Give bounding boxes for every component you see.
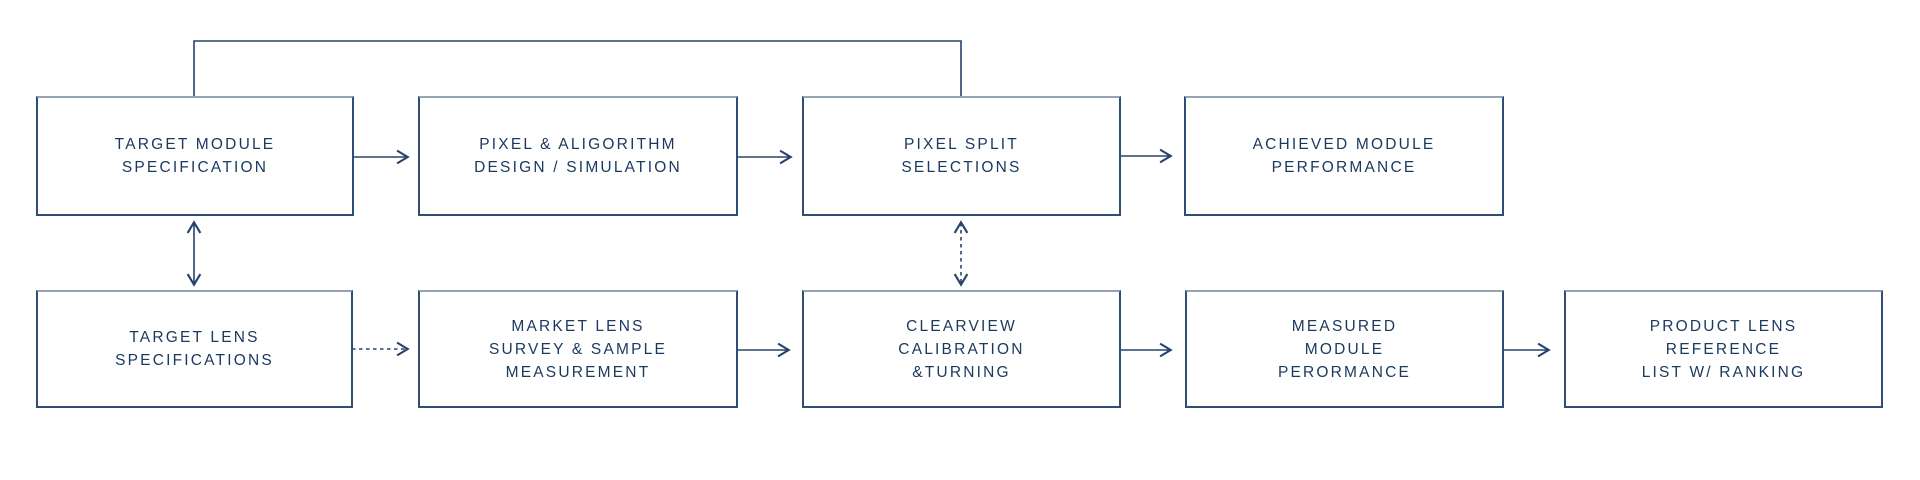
node-label: MEASURED MODULE PERORMANCE <box>1277 317 1412 381</box>
node-market-lens-survey-sample-measurement: MARKET LENS SURVEY & SAMPLE MEASUREMENT <box>418 290 738 408</box>
node-label: PIXEL SPLIT SELECTIONS <box>901 136 1022 176</box>
node-product-lens-reference-list-ranking: PRODUCT LENS REFERENCE LIST W/ RANKING <box>1564 290 1883 408</box>
node-measured-module-perormance: MEASURED MODULE PERORMANCE <box>1185 290 1504 408</box>
node-clearview-calibration-turning: CLEARVIEW CALIBRATION &TURNING <box>802 290 1121 408</box>
node-pixel-split-selections: PIXEL SPLIT SELECTIONS <box>802 96 1121 216</box>
node-label: TARGET MODULE SPECIFICATION <box>114 136 276 176</box>
node-achieved-module-performance: ACHIEVED MODULE PERFORMANCE <box>1184 96 1504 216</box>
node-label: MARKET LENS SURVEY & SAMPLE MEASUREMENT <box>488 317 668 381</box>
edge-feedback-pixel-split-to-target-module <box>186 40 962 117</box>
node-target-module-specification: TARGET MODULE SPECIFICATION <box>36 96 354 216</box>
node-label: PIXEL & ALIGORITHM DESIGN / SIMULATION <box>474 136 682 176</box>
node-label: ACHIEVED MODULE PERFORMANCE <box>1252 136 1436 176</box>
node-label: TARGET LENS SPECIFICATIONS <box>115 329 274 369</box>
node-target-lens-specifications: TARGET LENS SPECIFICATIONS <box>36 290 353 408</box>
node-label: CLEARVIEW CALIBRATION &TURNING <box>898 317 1025 381</box>
node-label: PRODUCT LENS REFERENCE LIST W/ RANKING <box>1641 317 1806 381</box>
node-pixel-algorithm-design-simulation: PIXEL & ALIGORITHM DESIGN / SIMULATION <box>418 96 738 216</box>
